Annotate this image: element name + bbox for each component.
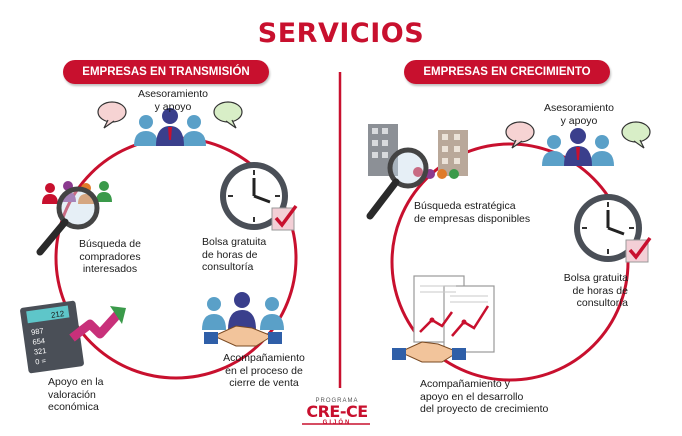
- label-bolsa-horas-right: Bolsa gratuita de horas de consultoría: [563, 272, 628, 309]
- magnifier-buildings-icon: [366, 124, 468, 220]
- calculator-keys-row: 321: [33, 346, 47, 357]
- team-speech-icon: [97, 101, 243, 146]
- clock-check-icon: [574, 194, 652, 263]
- label-busqueda-compradores: Búsqueda de compradores interesados: [79, 238, 141, 275]
- team-speech-icon: [505, 121, 651, 166]
- label-asesoramiento-right: Asesoramiento y apoyo: [543, 102, 615, 127]
- clock-check-icon: [220, 162, 298, 231]
- label-bolsa-horas-left: Bolsa gratuita de horas de consultoría: [202, 236, 267, 273]
- label-acompanamiento-right: Acompañamiento y apoyo en el desarrollo …: [420, 378, 549, 415]
- crece-logo: PROGRAMA CRE-CE GIJÓN: [306, 398, 368, 426]
- calculator-keys-row: 987: [31, 326, 45, 337]
- documents-handshake-icon: [392, 275, 495, 363]
- right-panel-heading: EMPRESAS EN CRECIMIENTO: [404, 60, 610, 84]
- magnifier-people-icon: [36, 181, 112, 256]
- label-busqueda-estrategica: Búsqueda estratégica de empresas disponi…: [414, 200, 531, 225]
- calculator-chart-icon: 212 987 654 321 0 =: [20, 300, 126, 374]
- left-panel-heading: EMPRESAS EN TRANSMISIÓN: [63, 60, 269, 84]
- label-asesoramiento-left: Asesoramiento y apoyo: [137, 88, 209, 113]
- label-acompanamiento-left: Acompañamiento en el proceso de cierre d…: [223, 352, 305, 389]
- calculator-keys-row: 0 =: [35, 356, 47, 366]
- calculator-keys-row: 654: [32, 336, 46, 347]
- page-title: SERVICIOS: [257, 18, 425, 49]
- calculator-display: 212: [50, 309, 65, 320]
- handshake-team-icon: [202, 292, 284, 347]
- label-valoracion: Apoyo en la valoración económica: [48, 376, 104, 413]
